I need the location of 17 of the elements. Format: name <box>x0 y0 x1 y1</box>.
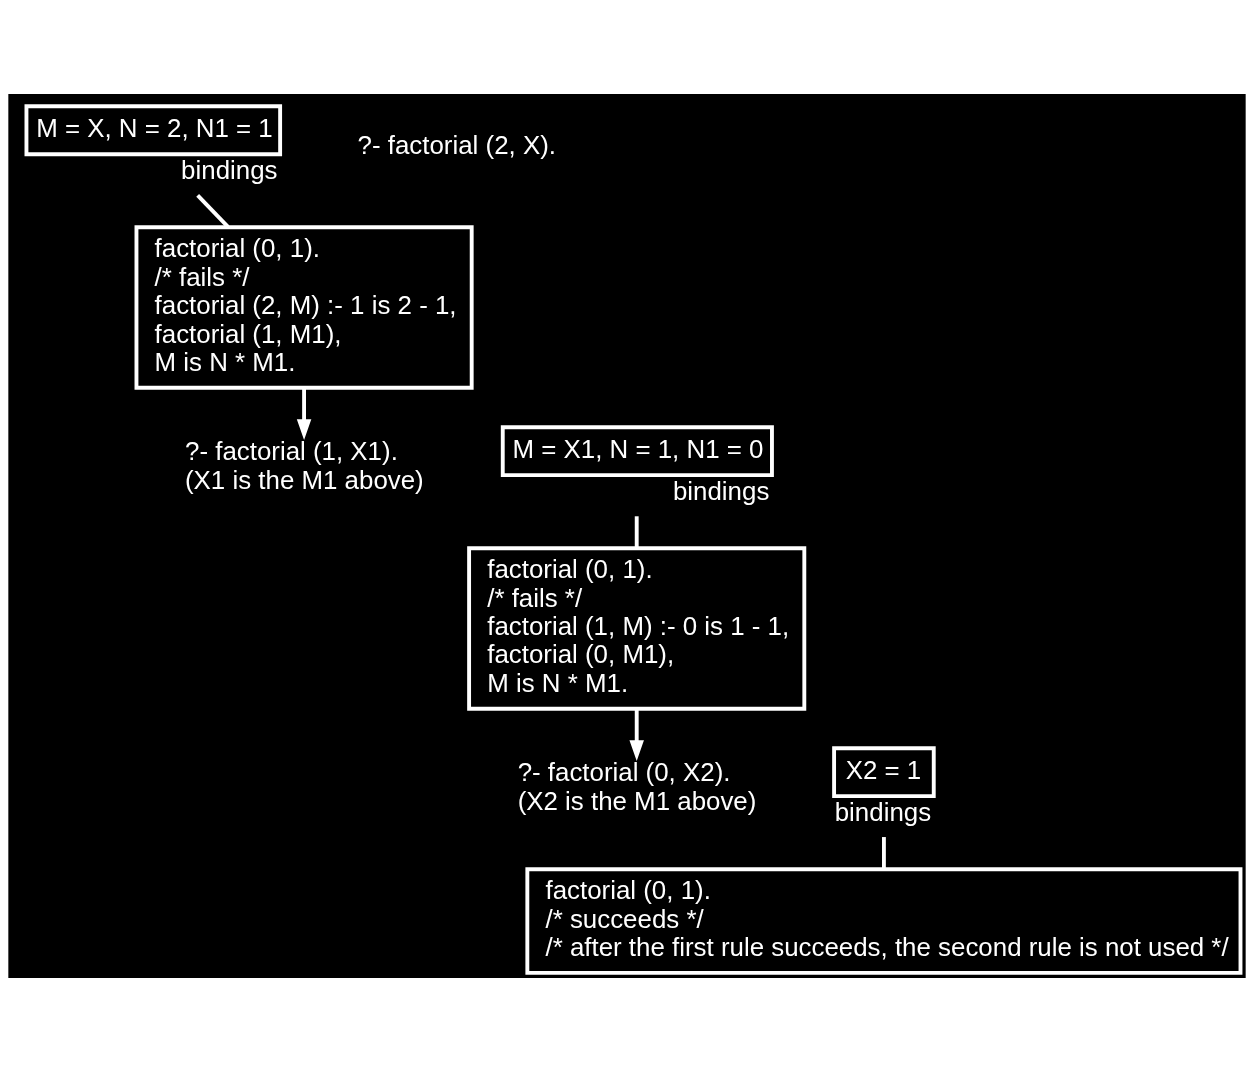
arrow <box>296 387 312 440</box>
arrow <box>629 708 644 761</box>
connector <box>196 193 230 229</box>
connector <box>881 837 886 870</box>
label: ?- factorial (2, X). <box>357 130 557 159</box>
node-label: bindings <box>834 798 932 827</box>
connector <box>634 516 639 548</box>
node-box: factorial (0, 1). /* fails */ factorial (2, M) :- 1 is 2 - 1, factorial (1, M1), M is N * M1. <box>134 225 474 390</box>
node-box: M = X1, N = 1, N1 = 0 <box>500 425 774 478</box>
node-text: ?- factorial (1, X1). (X1 is the M1 above) <box>185 437 424 494</box>
node-box: factorial (0, 1). /* succeeds */ /* after the first rule succeeds, the second rule is not used */ <box>525 867 1243 975</box>
node-label: bindings <box>181 156 278 185</box>
node-box: X2 = 1 <box>832 746 936 799</box>
node-text: ?- factorial (0, X2). (X2 is the M1 above) <box>517 758 757 815</box>
node-box: M = X, N = 2, N1 = 1 <box>24 104 283 157</box>
node-box: factorial (0, 1). /* fails */ factorial (1, M) :- 0 is 1 - 1, factorial (0, M1), M is N * M1. <box>467 546 807 711</box>
node-label: bindings <box>672 477 770 506</box>
